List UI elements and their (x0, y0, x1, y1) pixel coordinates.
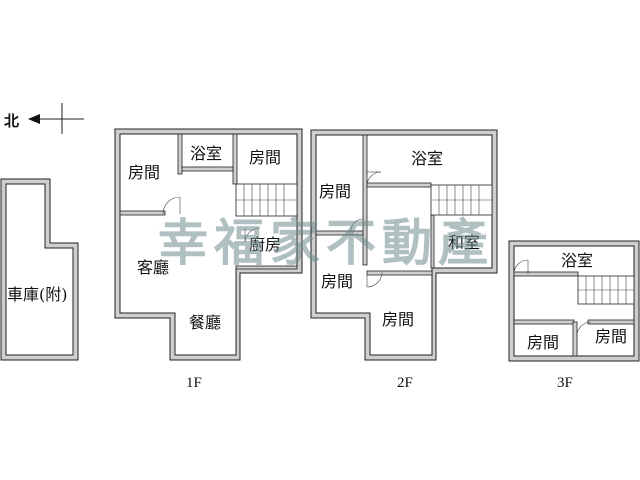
garage: 車庫(附) (0, 178, 79, 361)
room-3f-bedroom-east: 房間 (595, 327, 627, 346)
room-1f-bedroom-west: 房間 (128, 163, 160, 182)
stairs-3f (577, 275, 635, 305)
room-1f-bedroom-east: 房間 (249, 148, 281, 167)
floor-2f: 房間 浴室 和室 房間 房間 2F (310, 129, 498, 391)
stairs-1f (235, 183, 298, 217)
room-2f-bathroom: 浴室 (411, 149, 443, 168)
floor-label-1f: 1F (186, 375, 202, 391)
room-2f-japanese-room: 和室 (448, 233, 480, 252)
room-1f-dining-room: 餐廳 (189, 313, 221, 332)
floor-1f: 房間 浴室 房間 客廳 廚房 餐廳 1F (114, 128, 303, 391)
room-2f-bedroom-south: 房間 (382, 310, 414, 329)
watermark-text: 幸福家不動產 (158, 214, 494, 272)
room-3f-bedroom-west: 房間 (527, 333, 559, 352)
floor-label-3f: 3F (557, 375, 573, 391)
room-1f-living-room: 客廳 (137, 258, 169, 277)
floor-3f: 浴室 房間 房間 3F (508, 240, 640, 391)
room-2f-bedroom-northwest: 房間 (319, 182, 351, 201)
room-2f-bedroom-southwest: 房間 (321, 272, 353, 291)
floor-label-2f: 2F (397, 375, 413, 391)
compass-north-label: 北 (4, 112, 19, 130)
room-1f-bathroom: 浴室 (190, 144, 222, 163)
compass-arrow-head (28, 114, 40, 124)
stairs-2f (430, 184, 493, 216)
garage-label: 車庫(附) (7, 285, 68, 304)
room-1f-kitchen: 廚房 (249, 235, 281, 254)
room-3f-bathroom: 浴室 (561, 251, 593, 270)
compass: 北 (4, 103, 84, 134)
